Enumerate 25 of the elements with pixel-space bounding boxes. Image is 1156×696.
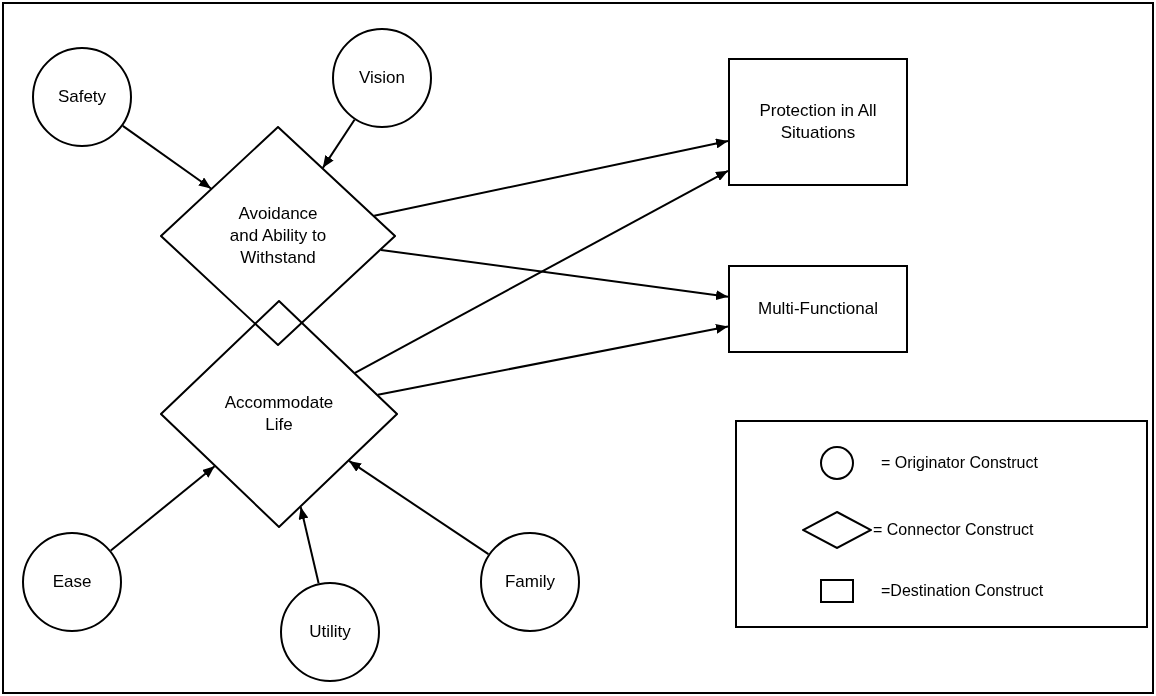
arrow [321,118,356,169]
diamond-node [160,126,396,346]
arrow [121,124,212,190]
arrow [354,169,729,374]
arrow [348,459,490,556]
node-label: Family [504,570,556,593]
rectangle-node [728,265,908,353]
node-label: Avoidance and Ability to Withstand [228,202,328,270]
node-label: Multi-Functional [758,297,878,320]
legend-label: = Originator Construct [881,453,1038,473]
node-label: Accommodate Life [223,391,335,436]
node-label: Vision [359,66,405,89]
arrow [376,323,729,396]
rectangle-node [728,58,908,186]
node-label: Safety [57,85,107,108]
node-label: Protection in All Situations [758,99,878,144]
arrow [373,138,729,217]
legend-label: =Destination Construct [881,581,1044,601]
arrow [109,465,216,552]
arrow [380,248,729,301]
node-label: Ease [52,570,92,593]
diamond-node [160,300,398,528]
node-label: Utility [309,620,351,643]
arrow [298,506,320,585]
legend-label: = Connector Construct [873,520,1034,540]
